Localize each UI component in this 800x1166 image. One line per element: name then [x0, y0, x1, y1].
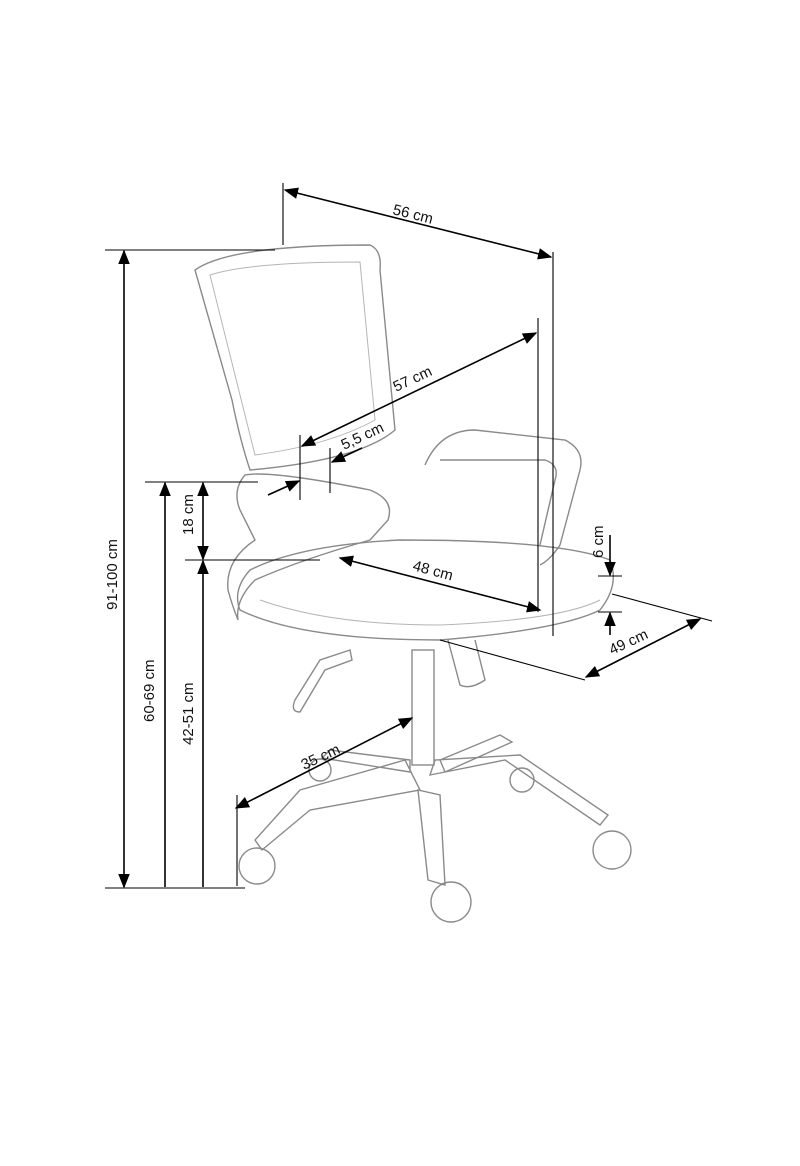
chair-sketch — [194, 244, 632, 923]
label-49: 49 cm — [607, 626, 651, 659]
label-56: 56 cm — [391, 201, 435, 227]
armrest-left — [227, 473, 391, 621]
height-lever — [292, 639, 486, 713]
label-48: 48 cm — [411, 557, 455, 584]
arrow-56 — [283, 187, 553, 260]
arrow-48 — [338, 555, 542, 613]
label-35: 35 cm — [299, 741, 343, 774]
backrest-mesh — [209, 261, 376, 456]
seat-bottom — [259, 599, 601, 626]
label-42-51: 42-51 cm — [180, 682, 197, 745]
arrow-57 — [300, 332, 538, 447]
arrow-49 — [584, 618, 702, 678]
dimension-arrows — [118, 187, 702, 889]
armrest-right — [424, 429, 582, 566]
label-57: 57 cm — [391, 363, 435, 396]
dimension-labels: 56 cm 57 cm 5,5 cm 18 cm 6 cm 48 cm 49 c… — [104, 201, 651, 773]
seat — [236, 539, 614, 641]
arrow-5-5b — [330, 447, 363, 463]
arrow-5-5a — [267, 480, 301, 496]
casters — [238, 758, 632, 923]
label-60-69: 60-69 cm — [141, 659, 158, 722]
label-91-100: 91-100 cm — [104, 539, 121, 610]
label-18: 18 cm — [180, 494, 197, 535]
arrow-35 — [234, 717, 414, 809]
base-legs — [254, 734, 610, 886]
label-6: 6 cm — [590, 525, 607, 558]
gas-lift — [411, 649, 435, 766]
